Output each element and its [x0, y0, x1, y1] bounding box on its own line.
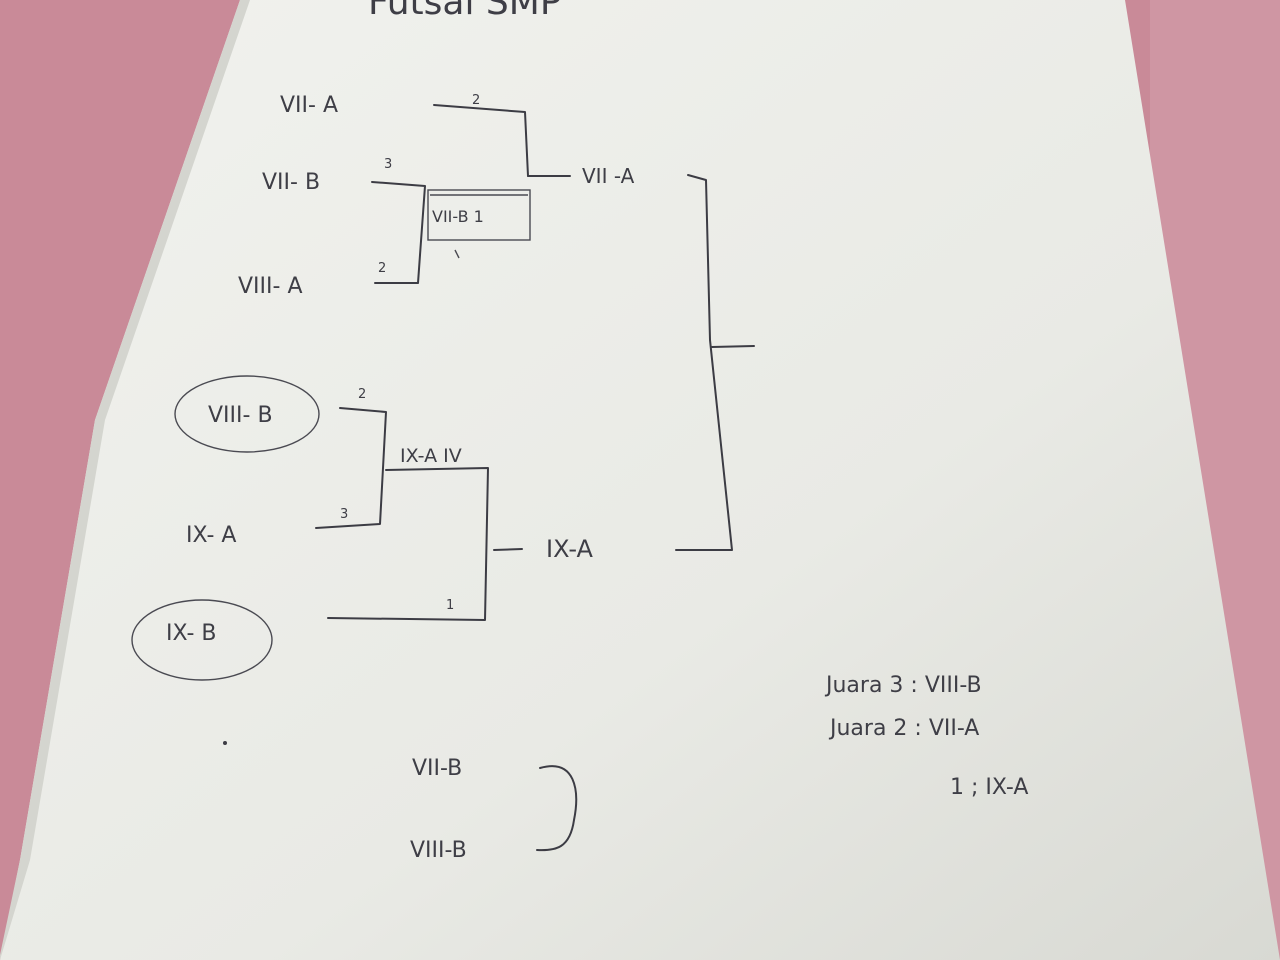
bracket-line-vii-a	[433, 104, 529, 177]
team-label-viii-a: VIII- A	[238, 274, 303, 299]
score-viii-b: 2	[358, 387, 366, 402]
bracket-line-vii-b-viii-a	[371, 181, 426, 284]
semifinal-bottom-winner: IX-A	[546, 535, 593, 563]
third-place-bracket	[536, 765, 578, 852]
team-label-vii-b: VII- B	[262, 170, 320, 195]
score-vii-a: 2	[472, 93, 480, 108]
score-ix-a: 3	[340, 507, 348, 522]
third-place-team-vii-b: VII-B	[412, 756, 462, 781]
page-title: Futsal SMP	[368, 0, 562, 23]
semifinal-top-winner: VII -A	[582, 164, 635, 188]
team-label-ix-b: IX- B	[166, 621, 217, 646]
bracket-line-bottom-semifinal	[493, 548, 523, 551]
circle-ix-b	[131, 599, 273, 681]
circle-viii-b	[174, 375, 320, 453]
result-first-place: 1 ; IX-A	[950, 775, 1028, 800]
pencil-mark	[454, 249, 460, 259]
score-vii-b: 3	[384, 157, 392, 172]
paper-edge-shadow	[0, 0, 250, 960]
team-label-viii-b: VIII- B	[208, 403, 273, 428]
third-place-team-viii-b: VIII-B	[410, 838, 467, 863]
round2-bottom-label: IX-A IV	[400, 445, 462, 467]
final-winner-line	[711, 345, 755, 348]
round2-top-label: VII-B 1	[432, 207, 484, 226]
team-label-ix-a: IX- A	[186, 523, 236, 548]
team-label-vii-a: VII- A	[280, 93, 338, 118]
result-third-place: Juara 3 : VIII-B	[824, 673, 982, 698]
ink-dot	[223, 741, 227, 745]
score-ix-b: 1	[446, 598, 454, 613]
score-viii-a: 2	[378, 261, 386, 276]
round2-box-top	[427, 189, 531, 241]
round2-box-bottom	[327, 467, 489, 621]
final-bracket-line	[675, 174, 733, 551]
result-second-place: Juara 2 : VII-A	[828, 716, 979, 741]
bracket-line-viii-b-ix-a	[315, 407, 387, 529]
